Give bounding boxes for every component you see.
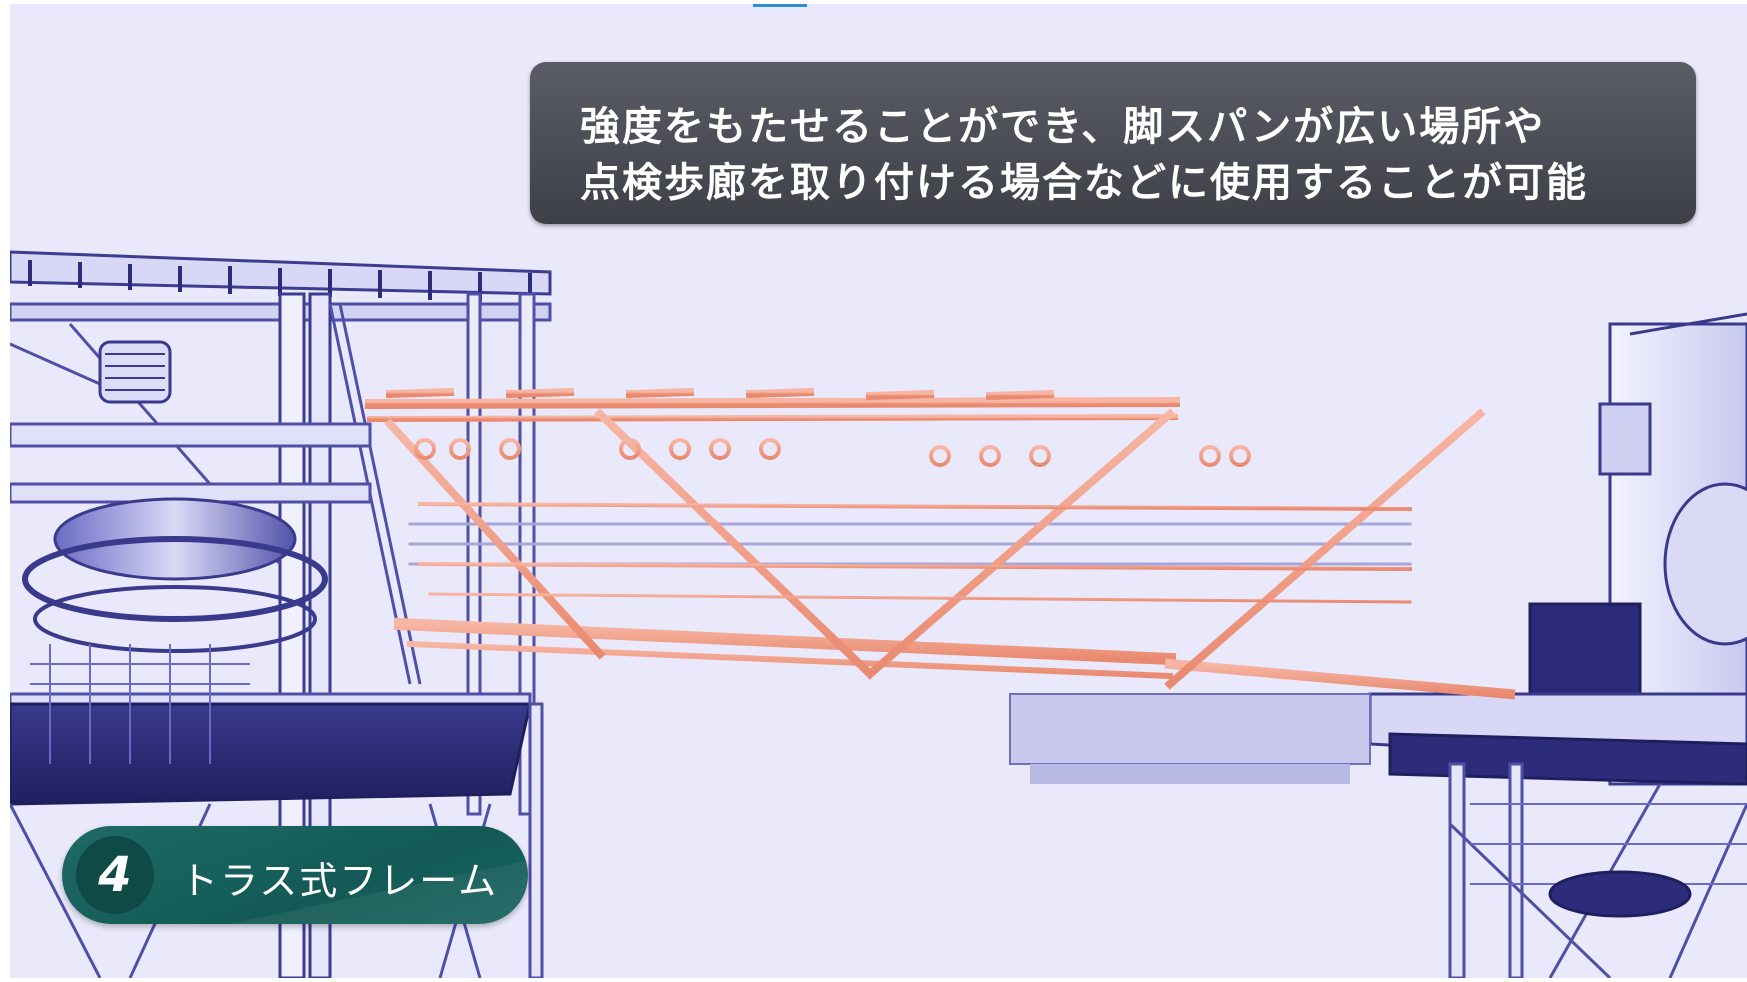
video-frame: 強度をもたせることができ、脚スパンが広い場所や 点検歩廊を取り付ける場合などに使… — [10, 4, 1747, 978]
right-structure — [1368, 312, 1747, 978]
badge-number: 4 — [98, 847, 132, 903]
plant-structure-illustration — [10, 250, 1747, 978]
badge-label: トラス式フレーム — [180, 859, 499, 903]
support-block — [1009, 693, 1371, 784]
caption-box: 強度をもたせることができ、脚スパンが広い場所や 点検歩廊を取り付ける場合などに使… — [530, 62, 1696, 224]
badge-number-circle — [76, 836, 154, 914]
caption-line-2: 点検歩廊を取り付ける場合などに使用することが可能 — [580, 160, 1588, 206]
caption-line-1: 強度をもたせることができ、脚スパンが広い場所や — [580, 104, 1546, 150]
truss-frame — [364, 377, 1525, 700]
progress-marker — [753, 4, 807, 7]
section-badge: 4 トラス式フレーム — [62, 826, 528, 924]
